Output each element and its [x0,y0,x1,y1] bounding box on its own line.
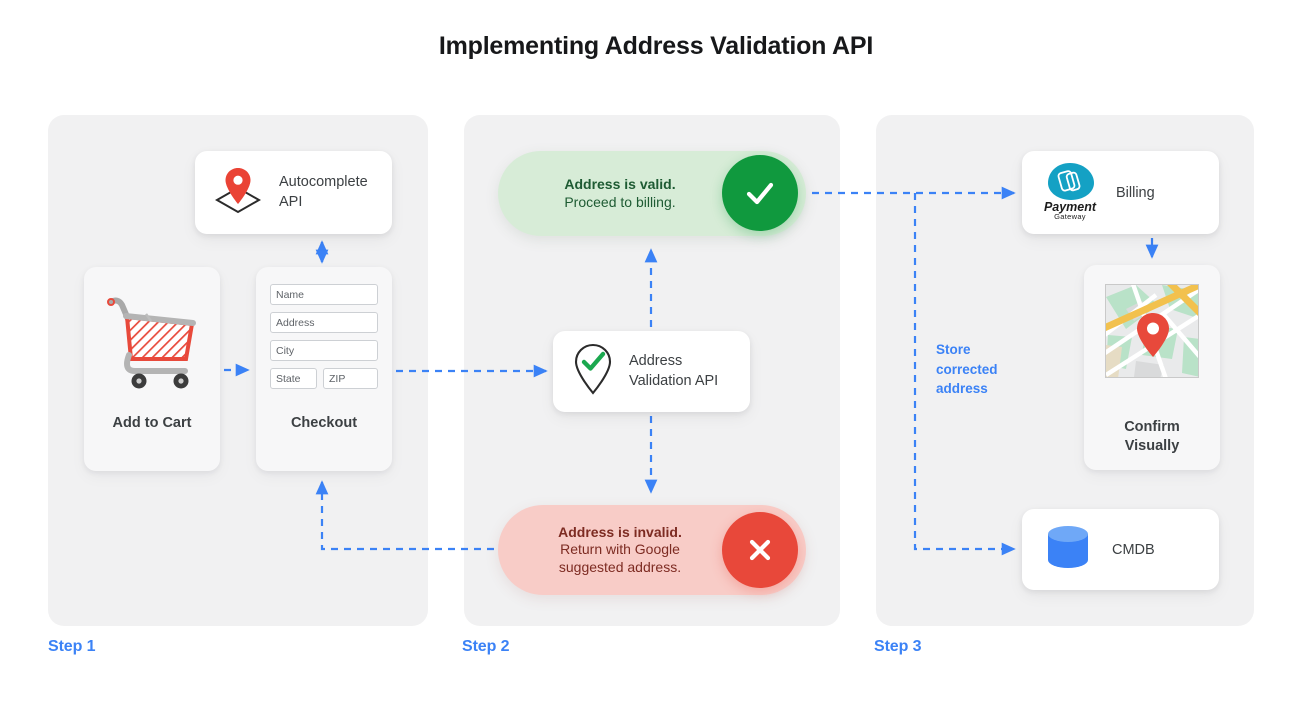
svg-text:Payment: Payment [1044,200,1097,214]
checkout-caption: Checkout [290,415,358,431]
address-invalid-pill: Address is invalid. Return with Google s… [498,505,806,595]
checkout-form: Name Address City State ZIP [270,284,378,389]
address-field[interactable]: Address [270,312,378,333]
x-icon [722,512,798,588]
step-3-label: Step 3 [874,638,922,655]
address-validation-api-label: Address Validation API [629,353,719,389]
state-field[interactable]: State [270,368,317,389]
add-to-cart-card[interactable]: Add to Cart [84,267,220,471]
confirm-visually-caption: Confirm Visually [1124,419,1180,454]
database-cylinder-icon [1042,521,1094,578]
city-field[interactable]: City [270,340,378,361]
autocomplete-api-label: Autocomplete API [279,174,368,210]
billing-card[interactable]: Payment Gateway Billing [1022,151,1219,234]
cmdb-card[interactable]: CMDB [1022,509,1219,590]
shopping-cart-icon [101,289,203,394]
page-title: Implementing Address Validation API [438,32,874,60]
step-1-label: Step 1 [48,638,96,655]
address-valid-text: Address is valid. Proceed to billing. [564,175,676,210]
step-2-label: Step 2 [462,638,510,655]
map-thumbnail-icon [1105,284,1199,378]
address-valid-pill: Address is valid. Proceed to billing. [498,151,806,236]
store-corrected-address-note: Store corrected address [936,342,998,397]
pin-check-icon [571,342,615,401]
checkout-card[interactable]: Name Address City State ZIP Checkout [256,267,392,471]
add-to-cart-caption: Add to Cart [112,415,192,431]
address-validation-api-card[interactable]: Address Validation API [553,331,750,412]
address-invalid-text: Address is invalid. Return with Google s… [558,523,682,575]
zip-field[interactable]: ZIP [323,368,378,389]
check-icon [722,155,798,231]
billing-label: Billing [1116,184,1155,201]
payment-gateway-icon: Payment Gateway [1036,159,1104,226]
confirm-visually-card[interactable]: Confirm Visually [1084,265,1220,470]
svg-text:Gateway: Gateway [1054,212,1086,221]
name-field[interactable]: Name [270,284,378,305]
cmdb-label: CMDB [1112,541,1155,558]
autocomplete-api-card[interactable]: Autocomplete API [195,151,392,234]
map-pin-diamond-icon [209,164,267,221]
